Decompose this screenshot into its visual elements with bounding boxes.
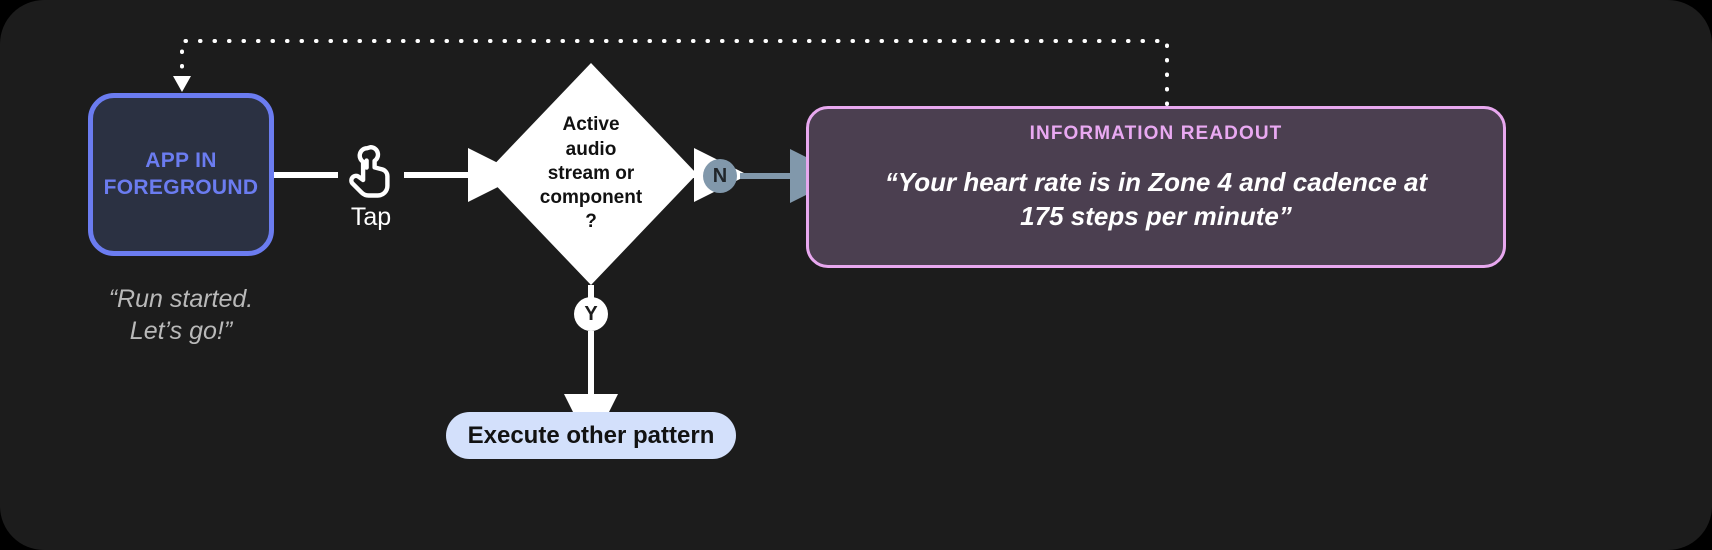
diamond-shape — [485, 63, 697, 285]
app-node-caption: “Run started. Let’s go!” — [60, 283, 302, 347]
app-caption-line-2: Let’s go!” — [129, 317, 233, 345]
branch-badge-yes[interactable]: Y — [574, 297, 608, 331]
gesture-tap[interactable]: Tap — [330, 143, 412, 243]
node-execute-other-pattern[interactable]: Execute other pattern — [446, 412, 736, 459]
branch-badge-yes-label: Y — [584, 302, 598, 325]
app-node-label: APP IN FOREGROUND — [104, 148, 259, 201]
node-information-readout[interactable]: INFORMATION READOUT “Your heart rate is … — [806, 106, 1506, 268]
decision-line-3: stream or — [547, 162, 635, 184]
app-caption-line-1: “Run started. — [108, 285, 254, 313]
decision-node-label: Active audio stream or component ? — [485, 63, 697, 285]
readout-body-line-2: 175 steps per minute” — [1020, 201, 1292, 232]
readout-body: “Your heart rate is in Zone 4 and cadenc… — [885, 165, 1427, 234]
readout-title: INFORMATION READOUT — [1029, 123, 1283, 144]
decision-node-audio-stream[interactable]: Active audio stream or component ? — [485, 63, 697, 285]
execute-other-pattern-label: Execute other pattern — [467, 421, 715, 449]
feedback-arrowhead-icon — [173, 76, 191, 92]
tap-label: Tap — [350, 203, 392, 231]
decision-line-2: audio — [565, 138, 617, 160]
node-app-in-foreground[interactable]: APP IN FOREGROUND — [88, 93, 274, 256]
decision-line-4: component — [539, 187, 643, 209]
app-node-label-line-1: APP IN — [145, 149, 217, 173]
decision-line-1: Active — [562, 114, 620, 136]
branch-badge-no-label: N — [712, 164, 728, 187]
branch-badge-no[interactable]: N — [703, 159, 737, 193]
app-node-label-line-2: FOREGROUND — [103, 175, 259, 199]
tap-gesture-icon — [349, 144, 390, 198]
decision-line-5: ? — [585, 211, 597, 233]
readout-body-line-1: “Your heart rate is in Zone 4 and cadenc… — [884, 167, 1428, 197]
